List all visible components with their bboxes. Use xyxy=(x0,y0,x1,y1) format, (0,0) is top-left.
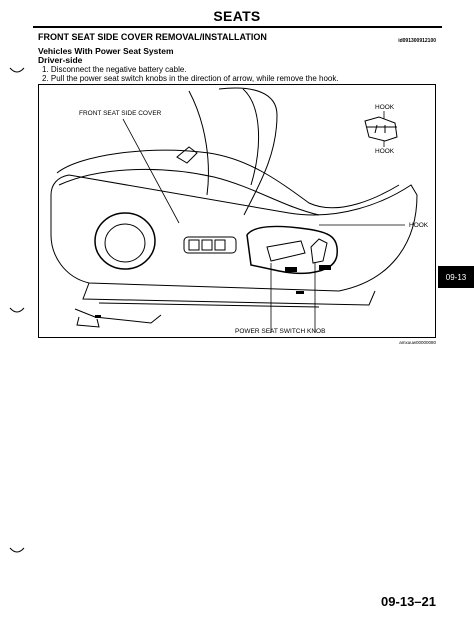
section-title: FRONT SEAT SIDE COVER REMOVAL/INSTALLATI… xyxy=(38,32,267,42)
lumbar-switch xyxy=(183,236,237,254)
binder-hole-mark-3 xyxy=(9,547,25,553)
procedure-step-2: 2. Pull the power seat switch knobs in t… xyxy=(42,74,339,83)
hook-slot-right xyxy=(319,265,331,270)
procedure-subsubtitle: Driver-side xyxy=(38,55,83,65)
side-cover-outline xyxy=(50,174,418,292)
seat-diagram: FRONT SEAT SIDE COVER HOOK HOOK HOOK POW… xyxy=(50,87,429,335)
procedure-step-1: 1. Disconnect the negative battery cable… xyxy=(42,65,187,74)
binder-hole-mark-1 xyxy=(9,67,25,73)
figure-code: amxuuw00000080 xyxy=(399,340,436,345)
power-seat-switch-knob xyxy=(266,240,306,262)
recliner-knob xyxy=(94,212,156,270)
header-divider xyxy=(33,26,442,28)
hook-slot-left xyxy=(285,267,297,272)
label-hook-inset: HOOK xyxy=(375,148,395,155)
power-switch-housing xyxy=(246,225,338,274)
label-front-seat-side-cover: FRONT SEAT SIDE COVER xyxy=(79,110,162,117)
page-header-title: SEATS xyxy=(213,8,261,24)
seat-back-outline xyxy=(218,87,278,216)
section-tab: 09-13 xyxy=(438,266,474,288)
section-code: id091300912100 xyxy=(398,38,436,44)
seat-rail xyxy=(74,308,162,324)
seat-back-seam xyxy=(242,88,259,186)
binder-hole-mark-2 xyxy=(9,307,25,313)
procedure-subtitle: Vehicles With Power Seat System xyxy=(38,46,174,56)
leader-side-cover xyxy=(122,118,180,224)
label-hook-right: HOOK xyxy=(409,222,429,229)
hook-inset xyxy=(364,116,398,142)
label-hook-top: HOOK xyxy=(375,104,395,111)
seat-illustration: FRONT SEAT SIDE COVER HOOK HOOK HOOK POW… xyxy=(38,84,436,338)
lever xyxy=(176,146,198,164)
power-seat-switch-knob-small xyxy=(310,238,328,264)
label-power-seat-switch-knob: POWER SEAT SWITCH KNOB xyxy=(235,328,325,335)
page-number: 09-13–21 xyxy=(381,594,436,609)
seat-cushion-top xyxy=(56,149,400,209)
